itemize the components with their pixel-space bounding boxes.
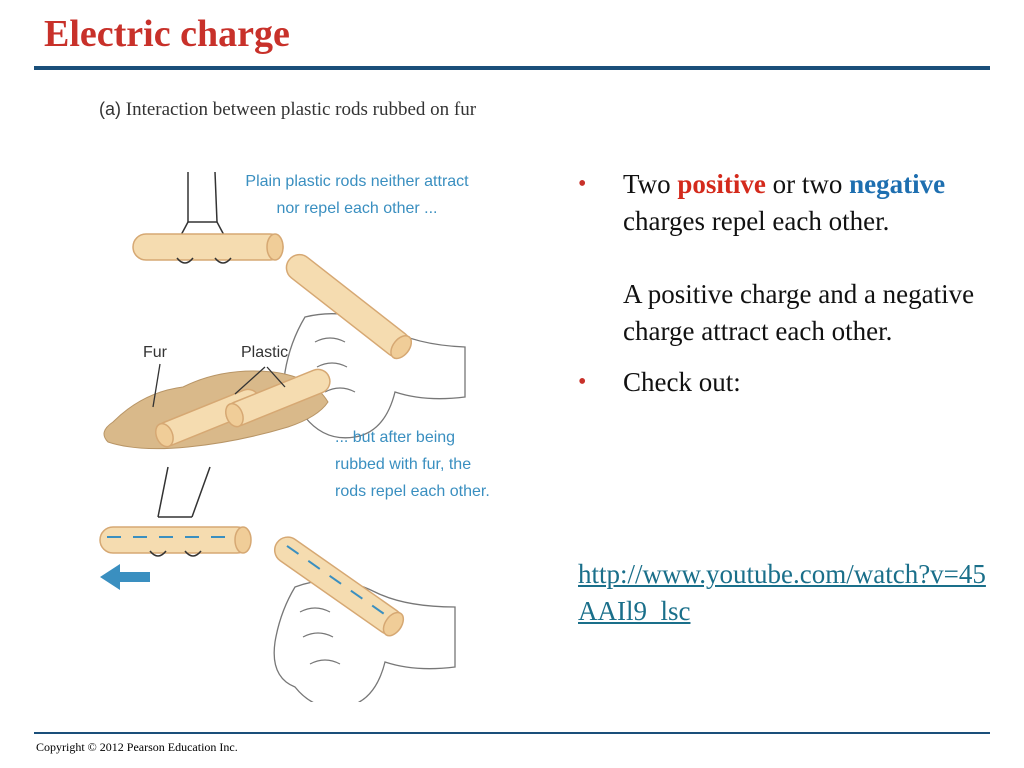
figure-label-plastic: Plastic	[241, 344, 289, 361]
figure-caption: (a) Interaction between plastic rods rub…	[99, 96, 499, 123]
footer-divider	[34, 732, 990, 734]
figure-caption-text: Interaction between plastic rods rubbed …	[125, 99, 477, 120]
suspended-rod-charged	[99, 466, 252, 557]
bullet-item-check-out: • Check out:	[578, 364, 998, 401]
hand-with-rod-top	[283, 253, 466, 439]
title-divider	[34, 66, 990, 70]
figure-caption-tag: (a)	[99, 99, 121, 119]
suspended-rod-plain	[132, 171, 284, 264]
bullet-list: • Two positive or two negative charges r…	[578, 166, 998, 401]
bullet-marker: •	[578, 369, 587, 395]
bullet-text-end: charges repel each other.	[623, 206, 890, 236]
positive-word: positive	[677, 169, 766, 199]
slide-title: Electric charge	[44, 13, 290, 55]
fur-with-plastic	[103, 363, 331, 450]
bullet-text: Check out:	[623, 367, 741, 397]
hand-with-rod-bottom	[273, 536, 456, 702]
figure-label-fur: Fur	[143, 344, 167, 361]
bullet-paragraph-attract: A positive charge and a negative charge …	[623, 279, 975, 346]
rods-figure: (a) Interaction between plastic rods rub…	[95, 92, 515, 702]
bullet-item-repel: • Two positive or two negative charges r…	[578, 166, 998, 350]
copyright-footer: Copyright © 2012 Pearson Education Inc.	[36, 740, 238, 754]
negative-word: negative	[849, 169, 946, 199]
repel-arrow	[100, 564, 150, 590]
bullet-text: Two positive or two negative charges rep…	[623, 169, 945, 236]
figure-note-plain: Plain plastic rods neither attract nor r…	[245, 173, 469, 217]
bullet-marker: •	[578, 171, 587, 197]
bullet-text-middle: or two	[765, 169, 850, 199]
rods-illustration	[99, 171, 466, 702]
figure-note-charged: ... but after being rubbed with fur, the…	[335, 429, 490, 500]
youtube-link[interactable]: http://www.youtube.com/watch?v=45AAIl9_l…	[578, 559, 986, 626]
bullet-text-start: Two	[623, 169, 678, 199]
